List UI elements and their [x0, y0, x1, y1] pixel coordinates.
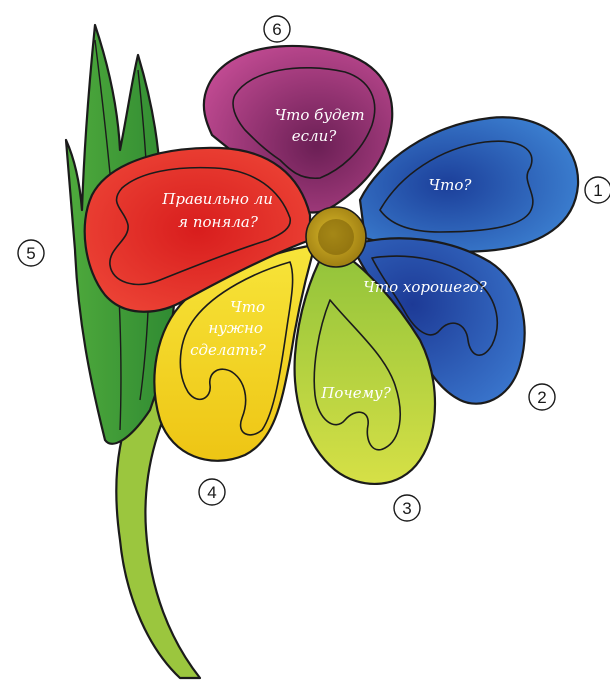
svg-text:6: 6 [272, 20, 281, 39]
petal-why-label: Почему? [320, 384, 391, 402]
svg-text:5: 5 [26, 244, 35, 263]
petal-what-label: Что? [429, 176, 473, 194]
petal-whats-good-label: Что хорошего? [363, 278, 487, 296]
svg-text:4: 4 [207, 483, 216, 502]
number-badge-1: 1 [585, 177, 610, 203]
svg-text:3: 3 [402, 499, 411, 518]
number-badge-6: 6 [264, 16, 290, 42]
flower-center-core [318, 219, 354, 255]
number-badge-5: 5 [18, 240, 44, 266]
svg-text:2: 2 [537, 388, 546, 407]
number-badge-2: 2 [529, 384, 555, 410]
number-badge-3: 3 [394, 495, 420, 521]
number-badge-4: 4 [199, 479, 225, 505]
svg-text:1: 1 [593, 181, 602, 200]
